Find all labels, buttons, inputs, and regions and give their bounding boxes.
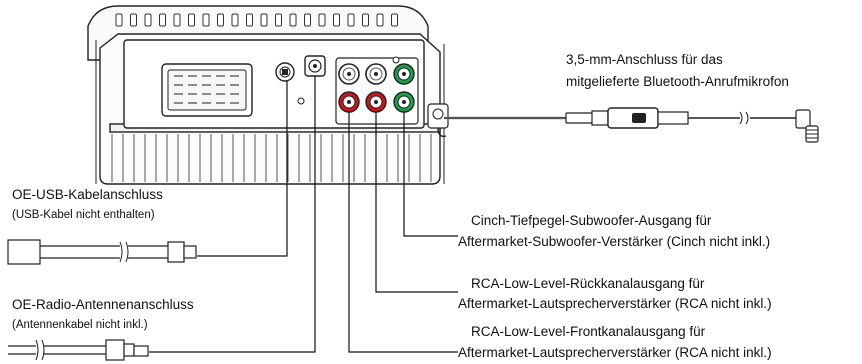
- rca-rear-jack-left: [338, 63, 360, 85]
- leader-lines: [149, 76, 458, 353]
- bottom-ribs: [111, 134, 432, 182]
- rca-rear-jack-right: [365, 63, 387, 85]
- usb-label-note: (USB-Kabel nicht enthalten): [12, 209, 155, 221]
- rca-subwoofer-jack-2: [393, 91, 415, 113]
- antenna-cable: [8, 339, 149, 361]
- rca-front-jack-right: [365, 91, 387, 113]
- microphone-cable: [437, 112, 592, 138]
- mic-plug: [591, 107, 819, 143]
- subwoofer-label-line2: Aftermarket-Subwoofer-Verstärker (Cinch …: [458, 234, 771, 249]
- mic-label-line2: mitgelieferte Bluetooth-Anrufmikrofon: [566, 74, 789, 89]
- rca-front-jack-left: [338, 91, 360, 113]
- rear-label-line1: RCA-Low-Level-Rückkanalausgang für: [471, 276, 705, 291]
- rca-subwoofer-jack-1: [393, 63, 415, 85]
- antenna-label-title: OE-Radio-Antennenanschluss: [12, 297, 194, 312]
- usb-label-title: OE-USB-Kabelanschluss: [12, 187, 163, 202]
- front-label-line2: Aftermarket-Lautsprecherverstärker (RCA …: [458, 345, 772, 360]
- main-harness-connector: [161, 63, 253, 117]
- antenna-port: [304, 55, 326, 77]
- rca-block: [335, 56, 419, 125]
- usb-port: [275, 62, 305, 105]
- subwoofer-label-line1: Cinch-Tiefpegel-Subwoofer-Ausgang für: [471, 213, 712, 228]
- mic-jack: [427, 103, 449, 129]
- front-label-line1: RCA-Low-Level-Frontkanalausgang für: [471, 324, 706, 339]
- mic-label-line1: 3,5-mm-Anschluss für das: [566, 52, 723, 67]
- top-vents: [115, 13, 398, 27]
- usb-cable: [7, 239, 197, 265]
- rear-label-line2: Aftermarket-Lautsprecherverstärker (RCA …: [458, 296, 772, 311]
- antenna-label-note: (Antennenkabel nicht inkl.): [12, 319, 148, 331]
